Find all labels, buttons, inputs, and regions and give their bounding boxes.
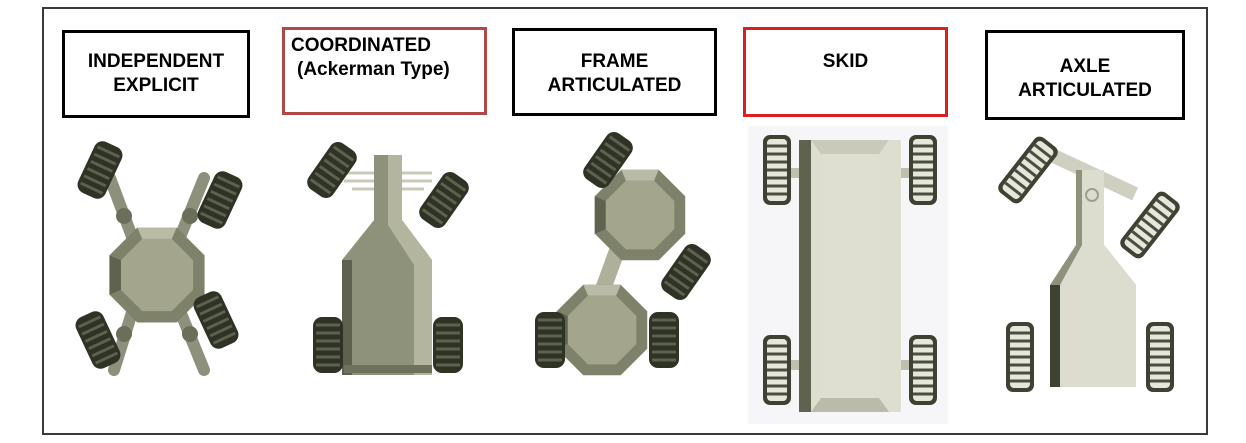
label-line1: COORDINATED — [291, 35, 432, 56]
label-frame-articulated: FRAME ARTICULATED — [512, 28, 717, 116]
label-line2: (Ackerman Type) — [297, 59, 450, 80]
robot-independent-explicit — [71, 136, 247, 376]
label-line2: EXPLICIT — [113, 75, 199, 96]
robot-axle-articulated — [993, 132, 1185, 394]
label-line1: INDEPENDENT — [87, 51, 225, 72]
label-skid: SKID — [743, 27, 948, 117]
label-line2: ARTICULATED — [1018, 80, 1152, 101]
robot-coordinated — [302, 136, 474, 375]
label-axle-articulated: AXLE ARTICULATED — [985, 30, 1185, 120]
label-line1: FRAME — [580, 51, 649, 72]
label-coordinated: COORDINATED (Ackerman Type) — [282, 27, 487, 115]
robot-frame-articulated — [533, 126, 716, 376]
label-independent-explicit: INDEPENDENT EXPLICIT — [62, 30, 250, 118]
label-line1: AXLE — [1059, 56, 1111, 77]
label-line1: SKID — [822, 51, 869, 72]
robot-skid — [761, 133, 939, 412]
label-line2: ARTICULATED — [547, 75, 682, 96]
